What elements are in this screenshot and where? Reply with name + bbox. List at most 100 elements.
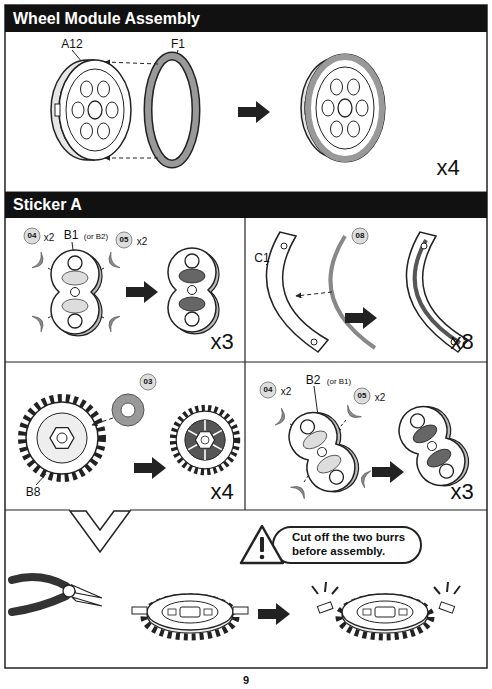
sticker-b2 [275,386,477,502]
burr-removal [72,597,102,606]
sticker-b2 [275,408,287,427]
wheel-assembly [51,60,131,160]
callout-circle [140,374,156,390]
sticker-b8 [185,420,225,460]
sticker-c1 [330,236,375,348]
page-frame [5,5,487,668]
wheel-assembly [148,56,196,164]
page-number: 9 [243,675,249,686]
quantity: x4 [210,481,233,503]
burr-removal [339,594,431,637]
page-frame [5,361,487,362]
quantity: x2 [281,387,292,397]
section-header: Wheel Module Assembly [5,5,487,32]
wheel-assembly [308,57,382,159]
sticker-b1 [126,281,158,303]
wheel-assembly [51,50,385,164]
quantity: x3 [210,331,233,353]
part-name: C1 [254,252,269,264]
wheel-assembly [238,101,270,123]
burr-removal [72,585,102,598]
sticker-b1 [32,252,47,271]
callout-circle [24,228,40,244]
callout-number: 03 [144,378,153,386]
sticker-b8 [22,394,237,485]
part-name: B1 [64,229,79,241]
burr-removal [317,602,333,613]
burr-removal [258,603,290,625]
callout-circle [116,232,132,248]
burr-removal [12,511,460,637]
sticker-b1 [168,248,219,334]
quantity: x3 [450,481,473,503]
sticker-b8 [92,418,113,425]
burr-removal [12,577,66,586]
quantity: x4 [436,157,459,179]
quantity: x8 [450,331,473,353]
wheel-assembly [105,62,158,64]
sticker-b8 [195,432,214,449]
callout-circle [352,228,368,244]
burr-removal [434,582,460,594]
quantity: x2 [44,233,55,243]
warning-box: Cut off the two burrs before assembly. [272,526,422,564]
sticker-c1 [311,339,317,345]
sticker-c1 [415,240,460,343]
burr-removal [312,582,338,594]
quantity: x2 [375,393,386,403]
sticker-b8 [173,408,237,472]
warning-triangle [260,555,265,560]
wheel-assembly [148,56,196,164]
sticker-c1 [266,232,328,352]
sticker-b8 [134,457,166,479]
page-frame [244,218,245,510]
sticker-b1 [105,252,120,271]
sticker-b8 [201,436,209,444]
part-name: B8 [26,486,41,498]
sticker-c1 [281,243,287,249]
sticker-b8 [173,408,237,472]
sticker-b1 [32,313,47,332]
part-name: F1 [171,38,185,50]
part-name: (or B1) [327,378,351,386]
part-name: B2 [306,374,321,386]
sticker-b2 [280,402,367,502]
burr-removal [63,585,75,597]
sticker-b2 [343,405,361,422]
page-frame [5,5,487,668]
page-frame [5,509,70,510]
wheel-assembly [105,158,158,159]
sticker-c1 [266,232,468,352]
burr-removal [439,602,455,613]
sticker-b8 [112,394,144,426]
node-text: Sticker A [13,196,82,214]
wheel-assembly [305,54,385,162]
section-header: Sticker A [5,192,487,218]
sticker-b1 [32,242,219,336]
burr-removal [144,594,236,637]
node-text: Wheel Module Assembly [13,10,200,28]
warning-triangle [260,537,264,552]
callout-number: 05 [358,392,367,400]
sticker-c1 [421,243,427,249]
quantity: x2 [137,237,148,247]
sticker-b8 [188,420,222,460]
sticker-b8 [121,403,135,417]
warning-triangle [241,526,283,563]
sticker-b2 [372,461,404,483]
sticker-b1 [51,250,102,336]
node-text: Cut off the two burrs before assembly. [292,531,416,559]
callout-circle [260,382,276,398]
part-name: A12 [61,38,82,50]
page-frame [130,509,487,510]
callout-number: 04 [264,386,273,394]
callout-number: 08 [356,232,365,240]
sticker-b8 [22,398,102,478]
callout-number: 04 [28,232,37,240]
sticker-b2 [359,469,371,488]
callout-circle [24,228,370,404]
sticker-c1 [345,307,377,329]
sticker-b2 [291,482,309,499]
